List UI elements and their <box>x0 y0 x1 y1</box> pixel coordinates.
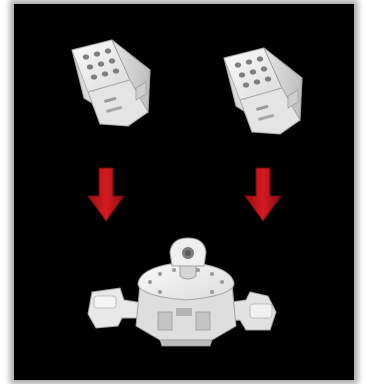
servo-module-left <box>72 40 150 126</box>
servo-module-right <box>224 48 302 134</box>
robot-base-hub <box>88 238 276 346</box>
down-arrow-left <box>88 168 124 221</box>
down-arrow-right <box>245 168 281 221</box>
